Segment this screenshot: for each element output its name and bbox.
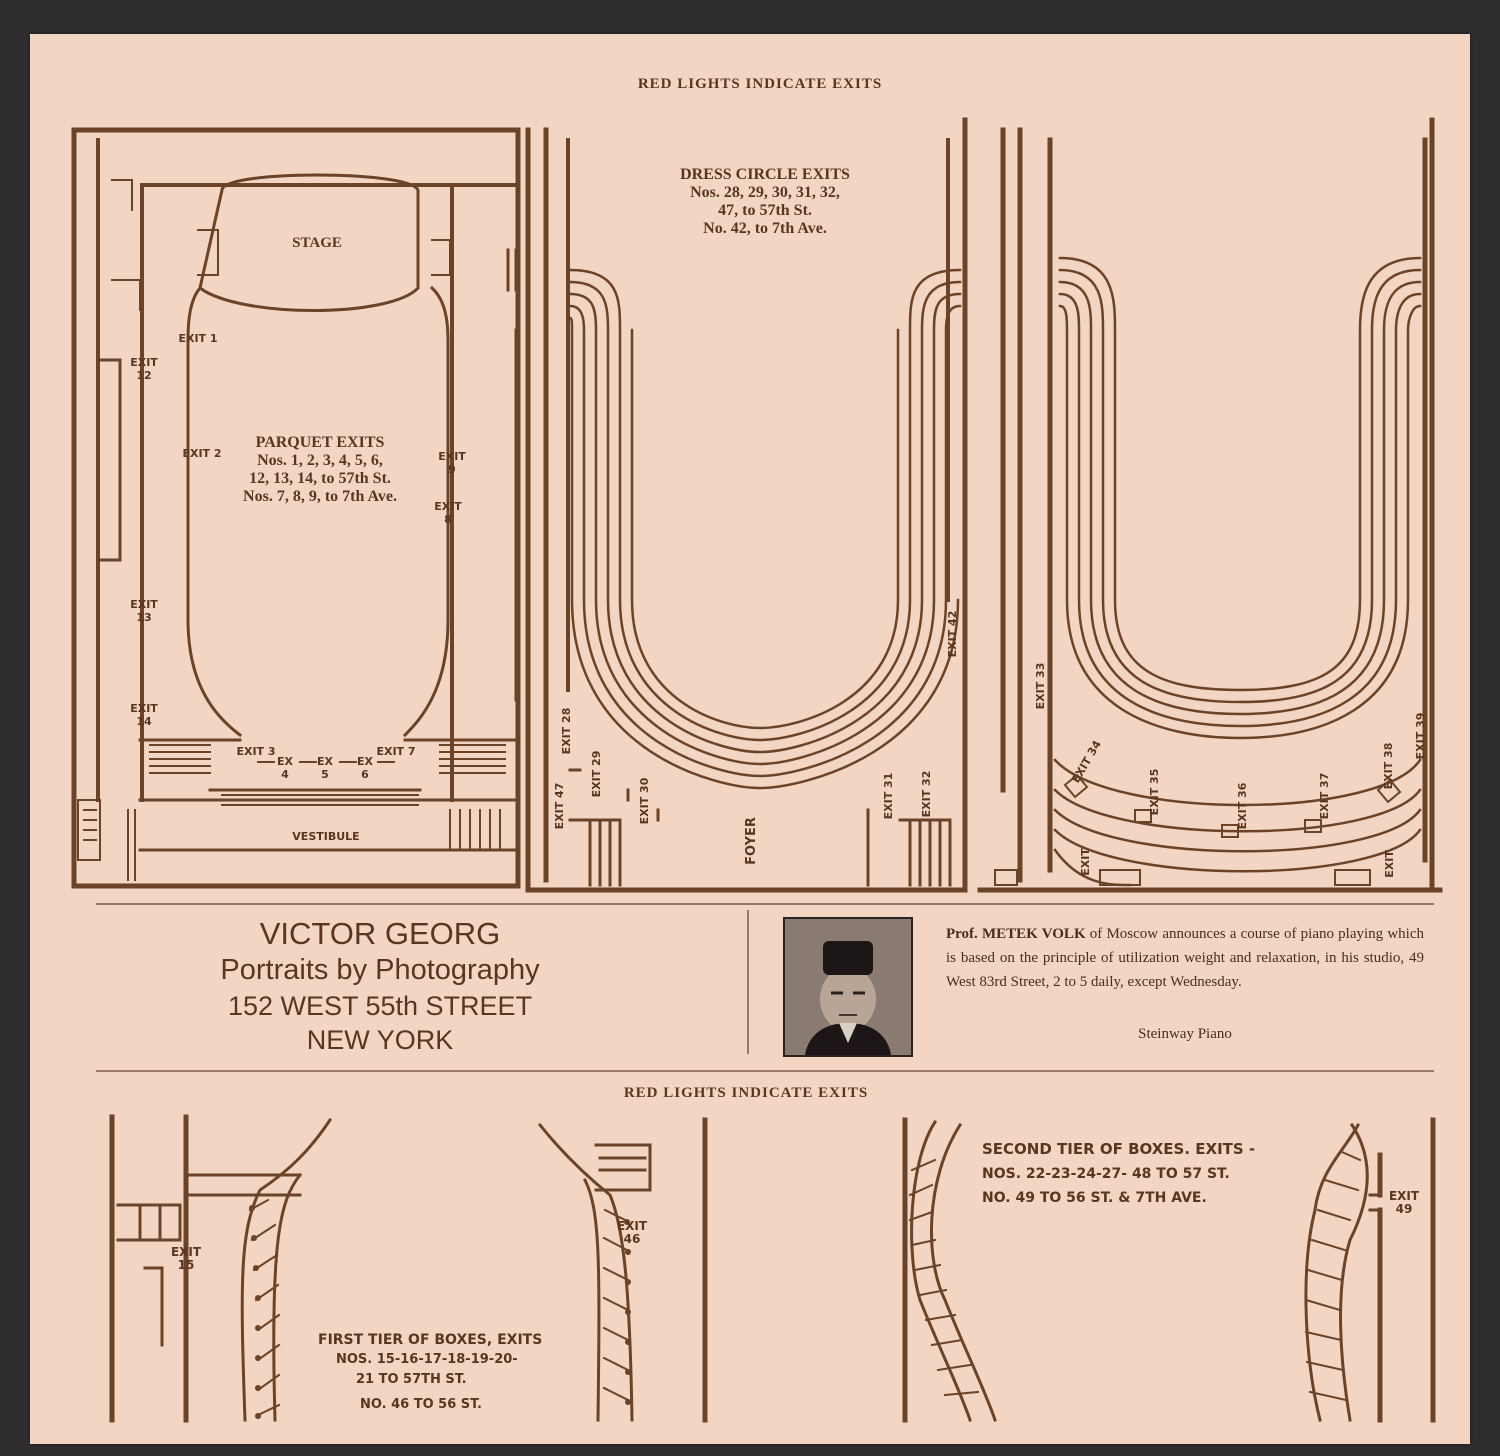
dress-circle-walls bbox=[525, 117, 968, 893]
second-tier-line1: NOS. 22-23-24-27- 48 TO 57 ST. bbox=[982, 1166, 1230, 1182]
parquet-exits-title: PARQUET EXITS bbox=[255, 434, 385, 451]
second-tier-plan bbox=[902, 1117, 1436, 1423]
exit-42-label: EXIT 42 bbox=[946, 610, 959, 658]
volk-ad: Prof. METEK VOLK of Moscow announces a c… bbox=[946, 922, 1424, 994]
exit-35-label: EXIT 35 bbox=[1148, 768, 1161, 816]
exit-38-label: EXIT 38 bbox=[1382, 742, 1395, 790]
parquet-exits-line: Nos. 1, 2, 3, 4, 5, 6, bbox=[257, 452, 383, 469]
dress-circle-plan bbox=[525, 117, 968, 893]
exit-9-label: EXIT 9 bbox=[438, 450, 466, 476]
dress-circle-block: DRESS CIRCLE EXITS Nos. 28, 29, 30, 31, … bbox=[630, 166, 900, 238]
exit-7-label: EXIT 7 bbox=[376, 745, 416, 758]
georg-name: VICTOR GEORG bbox=[259, 916, 501, 951]
exit-47-label: EXIT 47 bbox=[553, 782, 566, 830]
balcony-rows bbox=[1053, 256, 1422, 887]
parquet-outer-wall bbox=[71, 127, 521, 889]
exit-right-label: EXIT bbox=[1383, 850, 1396, 878]
auditorium-outline bbox=[186, 285, 450, 738]
first-tier-line1: NOS. 15-16-17-18-19-20- bbox=[336, 1352, 518, 1367]
exit-1-label: EXIT 1 bbox=[178, 332, 218, 345]
parquet-exits-line: Nos. 7, 8, 9, to 7th Ave. bbox=[243, 488, 397, 505]
volk-name: METEK VOLK bbox=[981, 926, 1086, 942]
georg-line1: Portraits by Photography bbox=[220, 954, 540, 986]
exit-2-label: EXIT 2 bbox=[182, 447, 222, 460]
exit-14-label: EXIT 14 bbox=[130, 702, 158, 728]
first-tier-plan bbox=[109, 1114, 708, 1423]
vestibule-label: VESTIBULE bbox=[292, 830, 360, 843]
exit-8-label: EXIT 8 bbox=[434, 500, 462, 526]
second-tier-line2: NO. 49 TO 56 ST. & 7TH AVE. bbox=[982, 1190, 1207, 1206]
volk-footer: Steinway Piano bbox=[1138, 1026, 1232, 1042]
volk-prefix: Prof. bbox=[946, 926, 978, 942]
exit-15-label: EXIT 15 bbox=[170, 1245, 202, 1272]
georg-ad: VICTOR GEORG Portraits by Photography 15… bbox=[160, 916, 600, 1056]
first-tier-title: FIRST TIER OF BOXES, EXITS bbox=[318, 1332, 543, 1348]
parquet-exits-block: PARQUET EXITS Nos. 1, 2, 3, 4, 5, 6, 12,… bbox=[200, 434, 440, 506]
exit-46-label: EXIT 46 bbox=[616, 1219, 648, 1246]
second-tier-block: SECOND TIER OF BOXES. EXITS - NOS. 22-23… bbox=[982, 1136, 1312, 1210]
exit-36-label: EXIT 36 bbox=[1236, 782, 1249, 830]
first-tier-block: FIRST TIER OF BOXES, EXITS NOS. 15-16-17… bbox=[318, 1330, 558, 1420]
exit-3-label: EXIT 3 bbox=[236, 745, 276, 758]
exit-5-label: EX 5 bbox=[317, 755, 333, 781]
balcony-walls bbox=[977, 117, 1443, 893]
exit-31-label: EXIT 31 bbox=[882, 772, 895, 820]
header-bottom: RED LIGHTS INDICATE EXITS bbox=[623, 1085, 869, 1101]
exit-32-label: EXIT 32 bbox=[920, 770, 933, 818]
parquet-exits-line: 12, 13, 14, to 57th St. bbox=[249, 470, 391, 487]
dress-circle-rows bbox=[568, 268, 962, 790]
dress-circle-line: Nos. 28, 29, 30, 31, 32, bbox=[690, 184, 840, 201]
second-tier-title: SECOND TIER OF BOXES. EXITS - bbox=[982, 1140, 1256, 1158]
exit-39-label: EXIT 39 bbox=[1414, 712, 1427, 760]
volk-body: of Moscow announces a course of piano pl… bbox=[946, 926, 1424, 990]
exit-33-label: EXIT 33 bbox=[1034, 662, 1047, 710]
foyer-label: FOYER bbox=[744, 817, 759, 865]
first-tier-line3: NO. 46 TO 56 ST. bbox=[360, 1397, 482, 1412]
exit-49-label: EXIT 49 bbox=[1388, 1189, 1420, 1216]
exit-6-label: EX 6 bbox=[357, 755, 373, 781]
portrait-photo bbox=[783, 917, 913, 1057]
georg-line2: 152 WEST 55th STREET bbox=[227, 991, 533, 1021]
georg-line3: NEW YORK bbox=[306, 1025, 454, 1055]
header-top: RED LIGHTS INDICATE EXITS bbox=[637, 76, 883, 92]
parquet-plan bbox=[71, 127, 521, 889]
first-tier-line2: 21 TO 57TH ST. bbox=[356, 1372, 467, 1387]
exit-13-label: EXIT 13 bbox=[130, 598, 158, 624]
balcony-plan bbox=[977, 117, 1443, 893]
exit-37-label: EXIT 37 bbox=[1318, 772, 1331, 820]
dress-circle-line: No. 42, to 7th Ave. bbox=[703, 220, 827, 237]
dress-circle-line: 47, to 57th St. bbox=[718, 202, 812, 219]
exit-29-label: EXIT 29 bbox=[590, 750, 603, 798]
exit-4-label: EX 4 bbox=[277, 755, 293, 781]
stage-label: STAGE bbox=[292, 235, 342, 251]
exit-left-label: EXIT bbox=[1079, 848, 1092, 876]
exit-12-label: EXIT 12 bbox=[130, 356, 158, 382]
stage-shape bbox=[198, 173, 420, 312]
exit-30-label: EXIT 30 bbox=[638, 777, 651, 825]
dress-circle-title: DRESS CIRCLE EXITS bbox=[680, 166, 850, 183]
exit-28-label: EXIT 28 bbox=[560, 707, 573, 755]
